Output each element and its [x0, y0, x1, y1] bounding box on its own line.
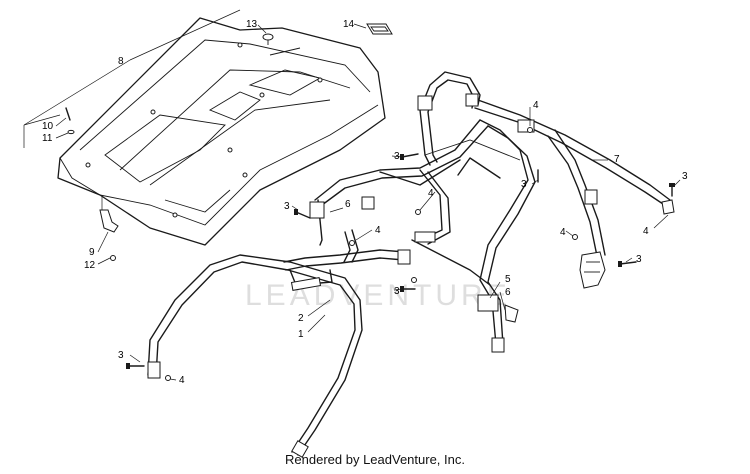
- rear-cage-part-7: [417, 71, 675, 289]
- callout-3-rear: 3: [521, 179, 527, 190]
- callout-4-upper: 4: [533, 100, 539, 111]
- leader-lines: [23, 9, 681, 381]
- front-roll-bar-part-2: [307, 299, 331, 317]
- callout-6-left: 6: [345, 199, 351, 210]
- callout-4-left: 4: [179, 375, 185, 386]
- callout-14: 14: [343, 19, 355, 30]
- callout-6-right: 6: [505, 287, 511, 298]
- callout-4-rear: 4: [560, 227, 566, 238]
- callout-7: 7: [614, 154, 620, 165]
- callout-3-right: 3: [682, 171, 688, 182]
- callout-3-upper: 3: [394, 151, 400, 162]
- callout-9: 9: [89, 247, 95, 258]
- hardware-nuts: [165, 127, 578, 381]
- callout-8: 8: [118, 56, 124, 67]
- render-credit: Rendered by LeadVenture, Inc.: [285, 452, 465, 467]
- bracket-part-9: [99, 195, 119, 233]
- callout-5: 5: [505, 274, 511, 285]
- roof-clip-part-13: [262, 33, 274, 45]
- front-roll-bar-part-1: [147, 229, 411, 458]
- callout-numbers: 8 13 14 10 11 9 12 2 1 3 4 3 6 4 3 4 3 4…: [42, 19, 688, 386]
- watermark: LEADVENTURE: [245, 279, 511, 312]
- screw-part-10: [65, 107, 71, 121]
- callout-2: 2: [298, 313, 304, 324]
- callout-3-rear-lower: 3: [636, 254, 642, 265]
- callout-4-center: 4: [428, 188, 434, 199]
- cap-part-14: [366, 23, 393, 35]
- washer-part-11: [67, 129, 75, 135]
- callout-13: 13: [246, 19, 258, 30]
- callout-1: 1: [298, 329, 304, 340]
- callout-11: 11: [42, 133, 53, 144]
- callout-3-left: 3: [118, 350, 124, 361]
- callout-10: 10: [42, 121, 54, 132]
- callout-12: 12: [84, 260, 96, 271]
- center-cage-frame: [309, 119, 536, 353]
- callout-3-cage: 3: [284, 201, 290, 212]
- callout-4-cage: 4: [375, 225, 381, 236]
- callout-3-center: 3: [394, 286, 400, 297]
- callout-4-right: 4: [643, 226, 649, 237]
- roof-panel: [57, 17, 386, 246]
- nut-part-12: [110, 255, 116, 261]
